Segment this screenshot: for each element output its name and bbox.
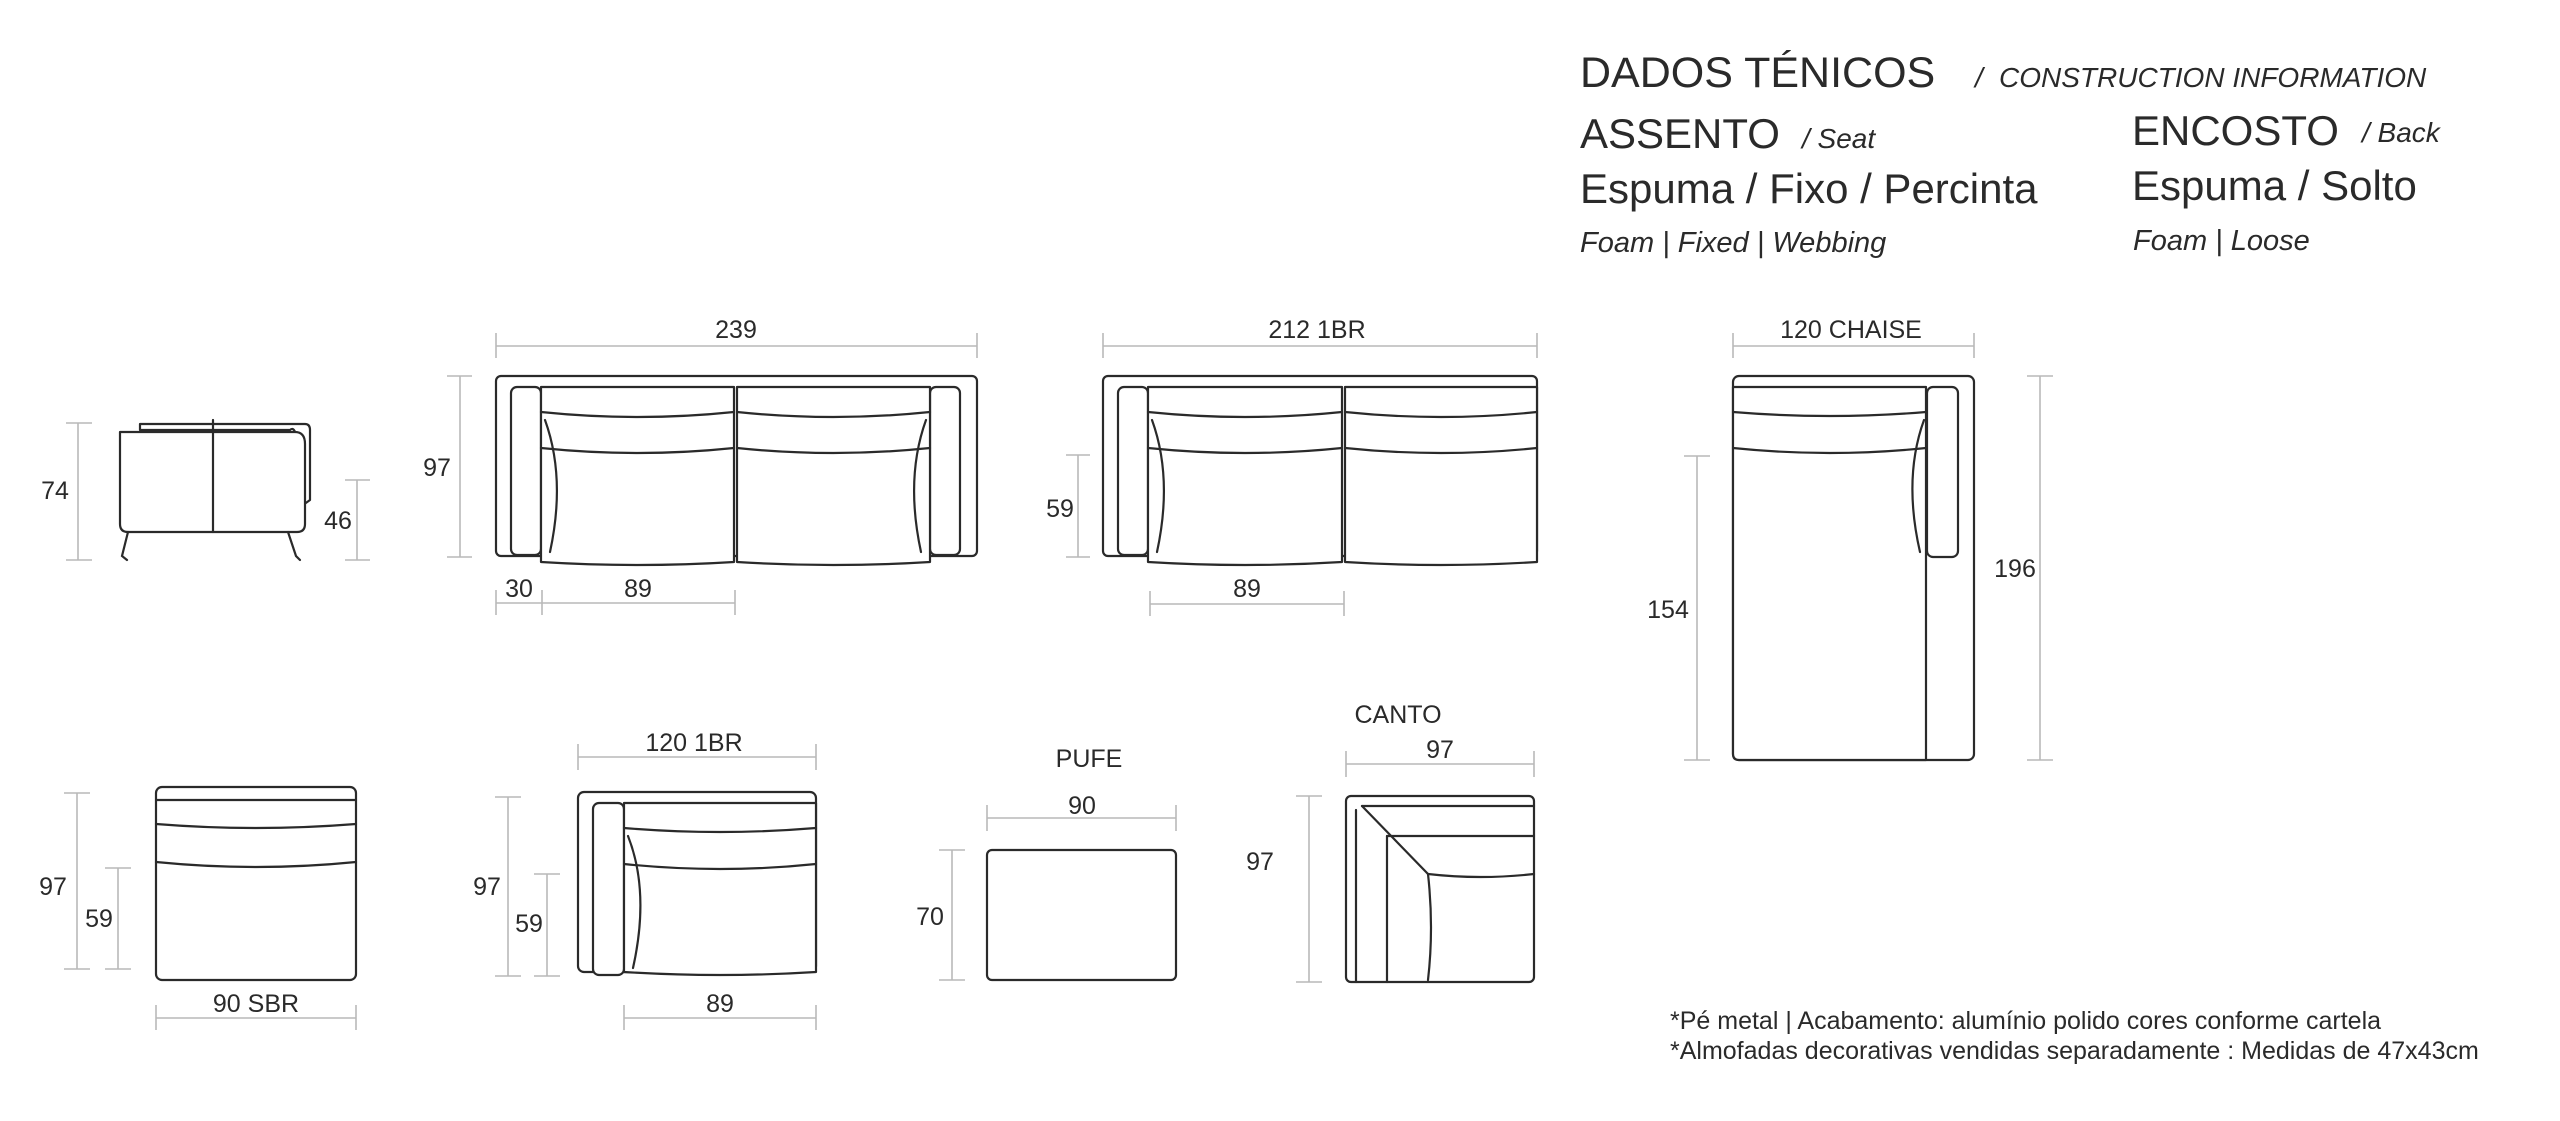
sofa-239-right-arm (928, 385, 962, 557)
back-label: ENCOSTO (2132, 107, 2339, 154)
chaise-plan: 120 CHAISE 154 196 (1647, 316, 2053, 762)
dim-sofa-212-seat-depth: 59 (1046, 495, 1074, 523)
title: DADOS TÉNICOS (1580, 49, 1935, 97)
note-metal-feet: *Pé metal | Acabamento: alumínio polido … (1670, 1007, 2381, 1035)
sofa-239-left-arm (509, 385, 543, 557)
construction-info: DADOS TÉNICOS / CONSTRUCTION INFORMATION… (1580, 49, 2442, 259)
dim-canto-width: 97 (1426, 736, 1454, 764)
module-90-frame (154, 785, 358, 982)
dim-module-90-width: 90 SBR (213, 990, 299, 1018)
sofa-212-seat-left (1146, 385, 1344, 567)
seat-label-translation: / Seat (1800, 123, 1876, 154)
dim-chaise-seat-depth: 154 (1647, 596, 1689, 624)
dim-sofa-239-width: 239 (715, 316, 757, 344)
pufe-body (985, 848, 1178, 982)
sofa-212-left-arm (1116, 385, 1150, 557)
dim-sofa-212-seat: 89 (1233, 575, 1261, 603)
dim-sofa-239-seat: 89 (624, 575, 652, 603)
seat-label: ASSENTO (1580, 110, 1780, 157)
dim-module-120-seat-depth: 59 (515, 910, 543, 938)
back-label-translation: / Back (2360, 117, 2442, 148)
module-120-arm (591, 801, 626, 977)
canto-title: CANTO (1354, 701, 1441, 729)
dim-canto-depth: 97 (1246, 848, 1274, 876)
dim-module-90-depth: 97 (39, 873, 67, 901)
canto-frame (1344, 794, 1536, 984)
title-translation: CONSTRUCTION INFORMATION (1999, 62, 2427, 93)
dim-side-height: 74 (41, 477, 69, 505)
dim-chaise-depth: 196 (1994, 555, 2036, 583)
module-120-seat (622, 801, 818, 977)
dim-chaise-width: 120 CHAISE (1780, 316, 1922, 344)
sofa-239-seat-right (735, 385, 932, 567)
sofa-212-seat-right (1343, 385, 1539, 567)
dim-module-120-seat: 89 (706, 990, 734, 1018)
notes: *Pé metal | Acabamento: alumínio polido … (1670, 1007, 2479, 1065)
module-90-plan: 90 SBR 97 59 (39, 785, 358, 1030)
dim-sofa-239-depth: 97 (423, 454, 451, 482)
sofa-239-plan: 239 97 30 89 (423, 316, 979, 615)
side-front-leg (120, 530, 130, 562)
pufe-title: PUFE (1056, 745, 1123, 773)
dim-module-90-seat-depth: 59 (85, 905, 113, 933)
sofa-212-plan: 212 1BR 59 89 (1046, 316, 1539, 616)
module-120-plan: 120 1BR 97 59 89 (473, 729, 818, 1030)
back-materials: Espuma / Solto (2132, 162, 2417, 209)
sofa-239-seat-left (539, 385, 736, 567)
dim-pufe-depth: 70 (916, 903, 944, 931)
dim-sofa-239-arm: 30 (505, 575, 533, 603)
dim-module-120-width: 120 1BR (645, 729, 742, 757)
dim-sofa-212-width: 212 1BR (1268, 316, 1365, 344)
side-back-leg (286, 530, 302, 562)
note-cushions: *Almofadas decorativas vendidas separada… (1670, 1037, 2479, 1065)
seat-materials: Espuma / Fixo / Percinta (1580, 165, 2038, 212)
back-materials-translation: Foam | Loose (2133, 225, 2310, 257)
chaise-arm (1925, 385, 1960, 559)
dim-module-120-depth: 97 (473, 873, 501, 901)
side-view: 74 46 (41, 418, 370, 562)
dim-pufe-width: 90 (1068, 792, 1096, 820)
dim-seat-height: 46 (324, 507, 352, 535)
pufe-plan: PUFE 90 70 (916, 745, 1178, 982)
chaise-seat (1731, 385, 1928, 762)
title-separator: / (1973, 62, 1986, 93)
canto-plan: CANTO 97 97 (1246, 701, 1536, 984)
seat-materials-translation: Foam | Fixed | Webbing (1580, 227, 1886, 259)
